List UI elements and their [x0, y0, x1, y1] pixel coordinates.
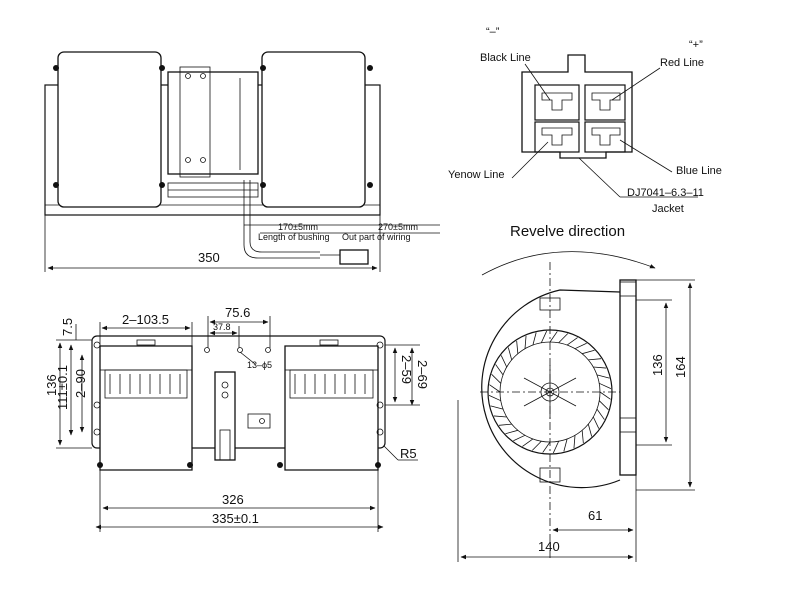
impeller-blade	[566, 337, 578, 346]
motor-body	[167, 71, 259, 175]
mounting-plate	[91, 335, 386, 449]
dim-2-90: 2–90	[73, 369, 88, 398]
dim-75-6: 75.6	[225, 305, 250, 320]
impeller-blade	[549, 331, 558, 343]
motor-bracket	[179, 66, 211, 178]
black-line-label: Black Line	[480, 52, 531, 64]
dim-61: 61	[588, 508, 602, 523]
impeller-blade	[522, 438, 534, 447]
dim-7-5: 7.5	[60, 318, 75, 336]
impeller-blade	[524, 335, 527, 349]
cable-clip	[247, 413, 271, 429]
rotation-arrow	[481, 251, 656, 276]
impeller-blade	[592, 416, 600, 429]
wire-connector	[339, 249, 369, 265]
impeller-blade	[540, 330, 548, 343]
dim-37-8: 37.8	[213, 322, 231, 332]
impeller-blade	[500, 355, 508, 368]
red-line-label: Red Line	[660, 57, 704, 69]
yellow-line-label: Yenow Line	[448, 169, 504, 181]
center-bracket	[214, 371, 236, 461]
impeller-blade	[498, 423, 512, 426]
impeller-blade	[581, 430, 584, 444]
dim-13-phi5: 13–ϕ5	[247, 360, 272, 370]
impeller-blade	[558, 333, 568, 344]
terminal-red	[584, 84, 626, 121]
length-dim-label: 350	[198, 250, 220, 265]
bushing-label: Length of bushing	[258, 232, 330, 242]
dim-2-103-5: 2–103.5	[122, 312, 169, 327]
impeller-blade	[488, 394, 501, 402]
blue-line-label: Blue Line	[676, 165, 722, 177]
dim-136-side: 136	[650, 354, 665, 376]
impeller-blades	[488, 330, 612, 454]
impeller-blade	[587, 424, 593, 437]
impeller-blade	[507, 347, 513, 360]
left-outlet	[99, 345, 193, 471]
impeller-blade	[573, 435, 576, 449]
impeller-blade	[598, 400, 609, 410]
impeller-blade	[596, 374, 610, 379]
connector-housing	[521, 54, 633, 159]
impeller-blade	[593, 366, 607, 369]
impeller-blade	[493, 415, 507, 418]
jacket-label: Jacket	[652, 203, 684, 215]
dim-140: 140	[538, 539, 560, 554]
impeller-blade	[588, 358, 602, 361]
dim-r5: R5	[400, 446, 417, 461]
impeller-blade	[532, 440, 542, 451]
impeller-blade	[574, 342, 587, 350]
minus-mark: “–”	[486, 26, 500, 38]
dim-335: 335±0.1	[212, 511, 259, 526]
part-number-label: DJ7041–6.3–11	[627, 187, 704, 199]
wiring-dim-label: 270±5mm	[378, 222, 418, 232]
impeller-blade	[513, 434, 526, 442]
terminal-yellow	[534, 121, 580, 153]
outlet-flange	[619, 279, 637, 476]
scroll-outline	[481, 289, 621, 489]
impeller-blade	[552, 441, 560, 454]
impeller-blade	[491, 374, 502, 384]
dim-2-69: 2–69	[415, 360, 430, 389]
terminal-black	[534, 84, 580, 121]
impeller-blade	[516, 340, 519, 354]
impeller-blade	[490, 405, 504, 410]
front-view: 2–103.5 75.6 37.8 13–ϕ5 136 111±0.1 2–90…	[44, 305, 430, 532]
right-scroll-housing	[261, 51, 366, 208]
impeller-blade	[582, 349, 595, 355]
connector-view: “–” “+” Black Line Red Line Yenow Line B…	[448, 26, 722, 215]
impeller-blade	[505, 429, 518, 435]
top-view: 350 170±5mm Length of bushing 270±5mm Ou…	[44, 51, 440, 272]
wiring-harness	[243, 180, 320, 259]
dim-164: 164	[673, 356, 688, 378]
side-view: Revelve direction 136 164 61 140	[457, 223, 695, 562]
impeller-blade	[599, 391, 611, 400]
left-scroll-housing	[57, 51, 162, 208]
dim-111: 111±0.1	[55, 365, 70, 410]
right-outlet	[284, 345, 379, 471]
impeller-blade	[599, 382, 612, 390]
impeller-blade	[596, 408, 605, 420]
dim-136-front: 136	[44, 374, 59, 396]
side-view-title: Revelve direction	[510, 223, 625, 240]
impeller-blade	[563, 438, 568, 452]
wiring-label: Out part of wiring	[342, 232, 411, 242]
terminal-blue	[584, 121, 626, 153]
bushing-dim-label: 170±5mm	[278, 222, 318, 232]
impeller-blade	[489, 384, 501, 393]
dim-326: 326	[222, 492, 244, 507]
plus-mark: “+”	[689, 39, 703, 51]
impeller-blade	[495, 364, 504, 376]
impeller-blade	[542, 441, 551, 453]
impeller-blade	[532, 332, 537, 346]
